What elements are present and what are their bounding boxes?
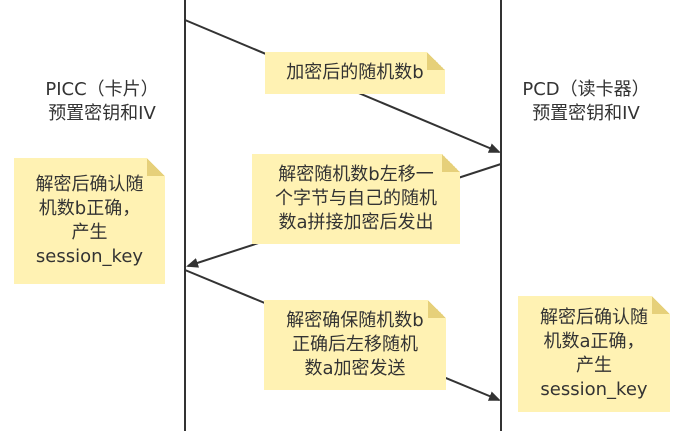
note-pcd-step-line-3: 产生 <box>576 355 612 376</box>
note-pcd-step-line-4: session_key <box>540 379 648 400</box>
note-pcd-step-line-1: 解密后确认随 <box>540 307 648 328</box>
pcd-preset: 预置密钥和IV <box>532 103 640 124</box>
note-msg1: 加密后的随机数b <box>265 52 445 94</box>
pcd-participant: PCD（读卡器） 预置密钥和IV <box>506 78 666 126</box>
note-fold <box>442 154 460 172</box>
picc-preset: 预置密钥和IV <box>48 103 156 124</box>
note-msg2-line-1: 解密随机数b左移一 <box>278 164 434 185</box>
picc-participant: PICC（卡片） 预置密钥和IV <box>22 78 182 126</box>
note-msg2-line-3: 数a拼接加密后发出 <box>278 212 434 233</box>
note-fold <box>427 52 445 70</box>
note-fold <box>652 296 670 314</box>
note-msg2: 解密随机数b左移一 个字节与自己的随机 数a拼接加密后发出 <box>252 154 460 244</box>
note-msg3-line-1: 解密确保随机数b <box>286 310 424 331</box>
pcd-name: PCD（读卡器） <box>522 79 650 100</box>
note-picc-step-line-3: 产生 <box>71 222 108 243</box>
note-fold <box>147 158 165 176</box>
note-picc-step: 解密后确认随 机数b正确， 产生 session_key <box>14 158 165 284</box>
note-picc-step-line-1: 解密后确认随 <box>35 174 144 195</box>
note-pcd-step-line-2: 机数a正确， <box>543 331 645 352</box>
note-msg2-line-2: 个字节与自己的随机 <box>275 188 437 209</box>
note-msg3-line-3: 数a加密发送 <box>304 358 406 379</box>
note-picc-step-line-4: session_key <box>35 246 144 267</box>
note-fold <box>428 300 446 318</box>
note-msg3-line-2: 正确后左移随机 <box>292 334 418 355</box>
note-msg1-line-1: 加密后的随机数b <box>286 62 424 83</box>
note-pcd-step: 解密后确认随 机数a正确， 产生 session_key <box>518 296 670 412</box>
note-picc-step-line-2: 机数b正确， <box>38 198 141 219</box>
picc-name: PICC（卡片） <box>45 79 159 100</box>
note-msg3: 解密确保随机数b 正确后左移随机 数a加密发送 <box>264 300 446 390</box>
